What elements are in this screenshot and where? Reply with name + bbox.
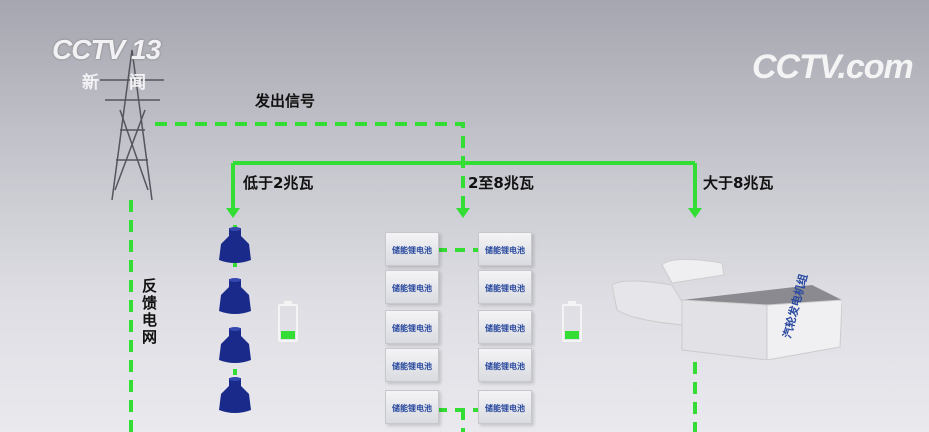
logo-text: CCTV 13 (52, 34, 161, 65)
arrow-down-icon (456, 208, 470, 218)
battery-block: 储能锂电池 (385, 348, 439, 382)
flywheel (219, 278, 251, 314)
arrow-down-icon (688, 208, 702, 218)
block-label: 储能锂电池 (392, 404, 432, 413)
battery-block: 储能锂电池 (478, 232, 532, 266)
battery-block: 储能锂电池 (478, 310, 532, 344)
steam-turbine (612, 259, 842, 360)
block-label: 储能锂电池 (485, 362, 525, 371)
watermark-text: CCTV.com (752, 48, 914, 86)
flywheel (219, 327, 251, 363)
branch-label-mid: 2至8兆瓦 (468, 174, 534, 192)
signal-label: 发出信号 (255, 92, 316, 110)
battery-icon (562, 301, 582, 342)
battery-block: 储能锂电池 (478, 348, 532, 382)
battery-icon (278, 301, 298, 342)
arrow-down-icon (226, 208, 240, 218)
block-label: 储能锂电池 (485, 246, 525, 255)
block-label: 储能锂电池 (392, 362, 432, 371)
flywheel (219, 377, 251, 413)
block-label: 储能锂电池 (392, 284, 432, 293)
battery-block: 储能锂电池 (385, 390, 439, 424)
channel-name: 新闻 (82, 73, 176, 92)
battery-block: 储能锂电池 (385, 232, 439, 266)
block-label: 储能锂电池 (392, 246, 432, 255)
flywheel (219, 227, 251, 263)
watermark: CCTV.com (752, 48, 914, 87)
branch-label-high: 大于8兆瓦 (703, 174, 774, 192)
block-label: 储能锂电池 (485, 404, 525, 413)
channel-logo: CCTV 13 新闻 (52, 34, 176, 93)
transmission-tower (100, 49, 164, 201)
block-label: 储能锂电池 (485, 324, 525, 333)
branch-label-low: 低于2兆瓦 (243, 174, 314, 192)
signal-line (155, 122, 465, 210)
battery-block: 储能锂电池 (478, 270, 532, 304)
block-label: 储能锂电池 (485, 284, 525, 293)
battery-block: 储能锂电池 (385, 270, 439, 304)
battery-block: 储能锂电池 (478, 390, 532, 424)
block-label: 储能锂电池 (392, 324, 432, 333)
feedback-label: 反馈电网 (142, 277, 158, 346)
battery-block: 储能锂电池 (385, 310, 439, 344)
